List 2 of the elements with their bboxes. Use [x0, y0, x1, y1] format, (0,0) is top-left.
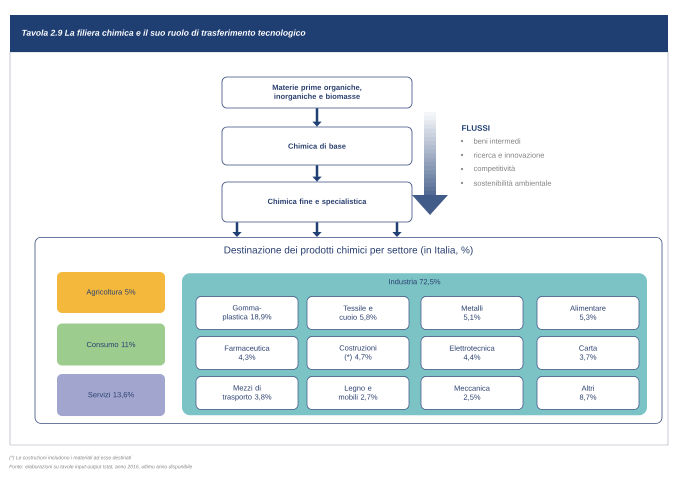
legend-heading: FLUSSI [462, 125, 490, 131]
title-bar: Tavola 2.9 La filiera chimica e il suo ruolo di trasferimento tecnologico [10, 15, 668, 52]
